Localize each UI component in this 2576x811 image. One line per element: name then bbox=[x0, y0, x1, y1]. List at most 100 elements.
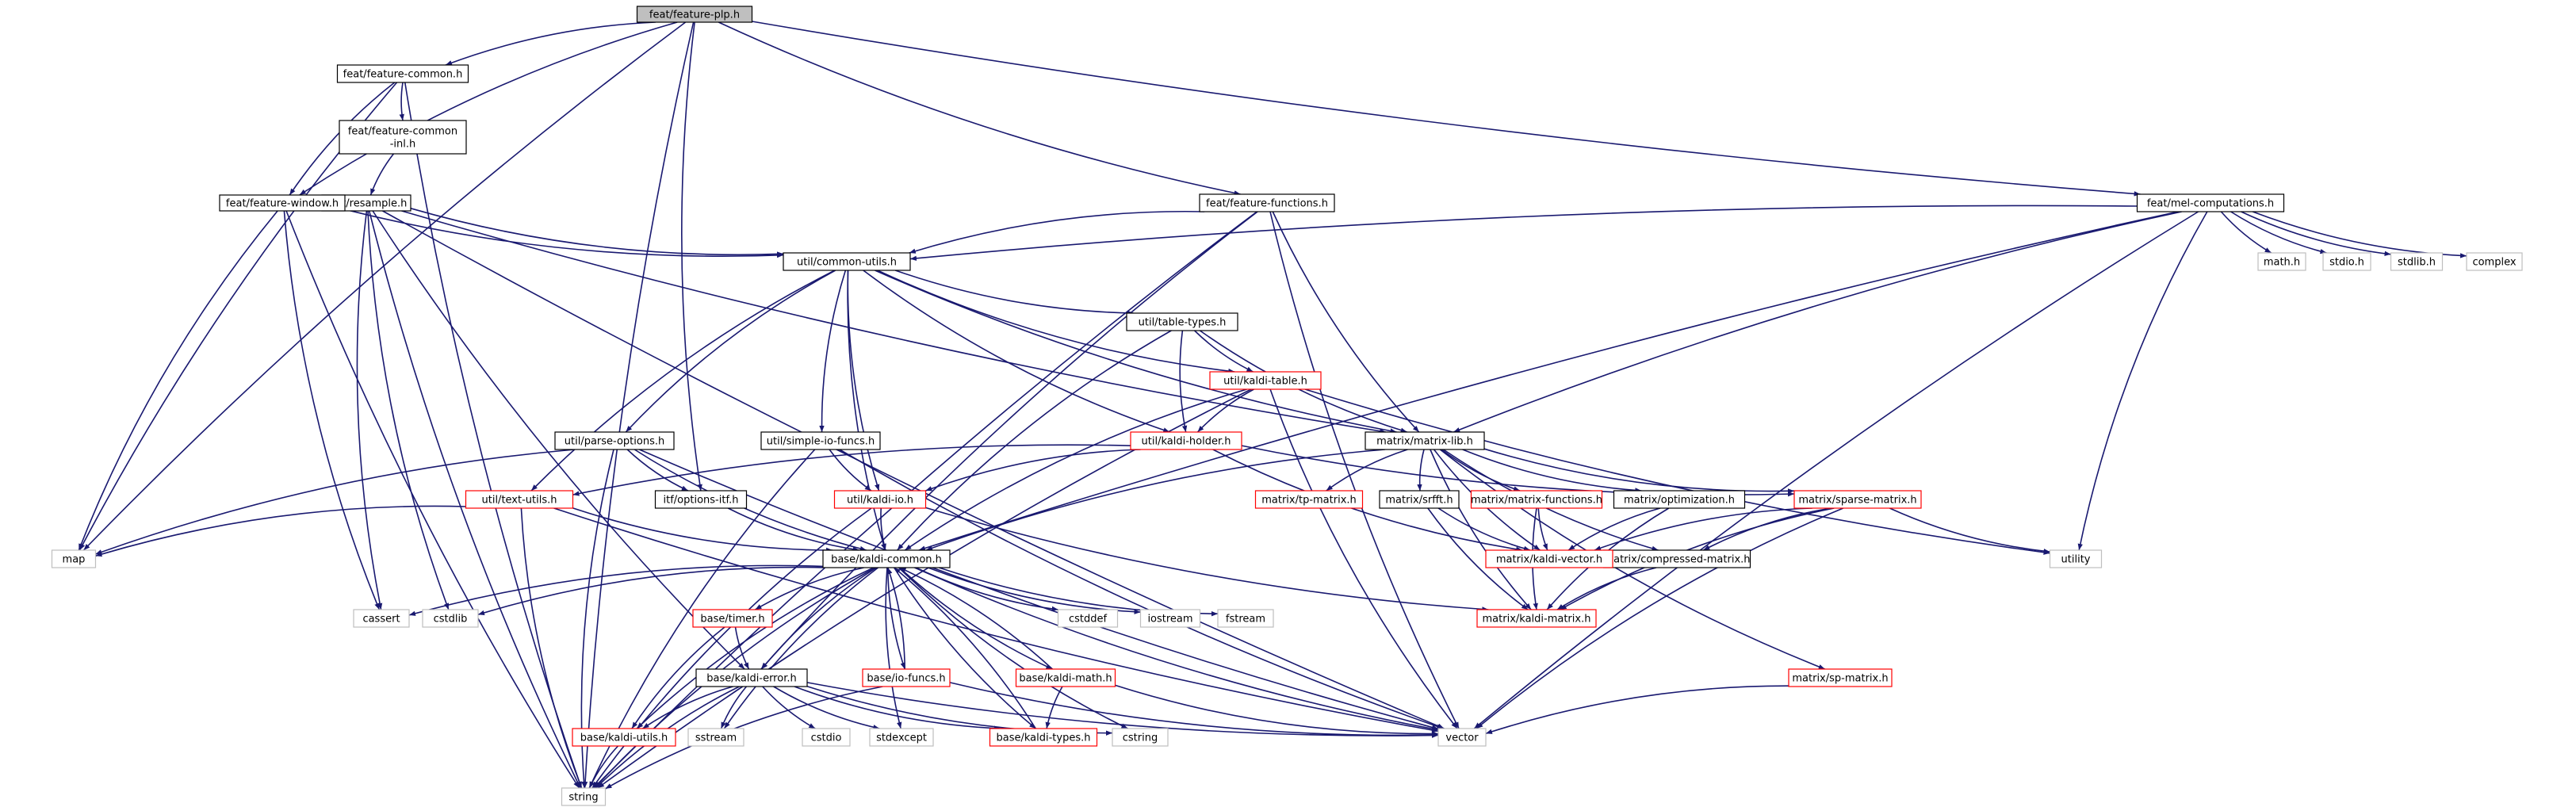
edge-kaldicommon-to-string bbox=[594, 567, 876, 789]
node-sparsematrix[interactable]: matrix/sparse-matrix.h bbox=[1793, 490, 1922, 509]
edge-matrixlib-to-matrixfunctions bbox=[1441, 449, 1521, 492]
node-kaldivector[interactable]: matrix/kaldi-vector.h bbox=[1485, 549, 1613, 568]
node-box-matrixlib[interactable] bbox=[1365, 431, 1485, 450]
node-kaldimatrix[interactable]: matrix/kaldi-matrix.h bbox=[1476, 609, 1597, 628]
node-melcomp[interactable]: feat/mel-computations.h bbox=[2136, 193, 2285, 212]
node-kalditable[interactable]: util/kaldi-table.h bbox=[1209, 371, 1322, 390]
node-label-kaldivector: matrix/kaldi-vector.h bbox=[1496, 554, 1602, 566]
node-optionsitf[interactable]: itf/options-itf.h bbox=[654, 490, 748, 509]
edge-kaldimath-to-kalditypes bbox=[1045, 686, 1063, 729]
node-tabletypes[interactable]: util/table-types.h bbox=[1126, 312, 1238, 331]
node-parseoptions[interactable]: util/parse-options.h bbox=[554, 431, 675, 450]
edge-kaldierror-to-sstream bbox=[720, 686, 748, 729]
node-box-commonutils[interactable] bbox=[783, 252, 911, 271]
node-matrixfunctions[interactable]: matrix/matrix-functions.h bbox=[1470, 490, 1603, 509]
node-label-resample: feat/resample.h bbox=[326, 198, 408, 210]
node-box-tpmatrix[interactable] bbox=[1254, 490, 1364, 509]
node-spmatrix[interactable]: matrix/sp-matrix.h bbox=[1788, 668, 1893, 687]
node-box-melcomp[interactable] bbox=[2136, 193, 2285, 212]
edge-kaldiio-to-kaldimatrix bbox=[925, 507, 1489, 612]
node-simpleio[interactable]: util/simple-io-funcs.h bbox=[760, 431, 881, 450]
node-box-kaldicommon[interactable] bbox=[822, 549, 951, 568]
node-box-iofuncs[interactable] bbox=[862, 668, 951, 687]
node-box-map bbox=[51, 549, 97, 568]
node-label-kaldiutils: base/kaldi-utils.h bbox=[580, 733, 668, 744]
edge-resample-to-commonutils bbox=[410, 208, 784, 257]
node-box-optimization[interactable] bbox=[1613, 490, 1746, 509]
edge-melcomp-to-kaldicommon bbox=[918, 211, 2179, 551]
node-box-stdexcept bbox=[869, 728, 934, 747]
node-compressedmatrix[interactable]: matrix/compressed-matrix.h bbox=[1602, 549, 1751, 568]
node-commonutils[interactable]: util/common-utils.h bbox=[783, 252, 911, 271]
edge-resample-to-cstdlib bbox=[367, 210, 450, 610]
node-label-simpleio: util/simple-io-funcs.h bbox=[767, 436, 875, 448]
node-tpmatrix[interactable]: matrix/tp-matrix.h bbox=[1254, 490, 1364, 509]
node-fcommoninl[interactable]: feat/feature-common-inl.h bbox=[339, 120, 467, 155]
node-kaldiholder[interactable]: util/kaldi-holder.h bbox=[1130, 431, 1242, 450]
node-srfft[interactable]: matrix/srfft.h bbox=[1379, 490, 1460, 509]
edge-iofuncs-to-vector bbox=[949, 682, 1439, 738]
node-fwindow[interactable]: feat/feature-window.h bbox=[219, 194, 346, 212]
edge-optionsitf-to-kaldicommon bbox=[727, 507, 859, 552]
node-kalditypes[interactable]: base/kaldi-types.h bbox=[989, 728, 1098, 747]
node-box-spmatrix[interactable] bbox=[1788, 668, 1893, 687]
edge-fcommon-to-fcommoninl bbox=[399, 82, 404, 121]
node-kaldimath[interactable]: base/kaldi-math.h bbox=[1015, 668, 1116, 687]
node-box-kaldiutils[interactable] bbox=[572, 728, 676, 747]
node-box-fwindow[interactable] bbox=[219, 194, 346, 212]
node-box-matrixfunctions[interactable] bbox=[1470, 490, 1603, 509]
node-box-kaldiholder[interactable] bbox=[1130, 431, 1242, 450]
edge-kalditable-to-kaldiholder bbox=[1196, 388, 1254, 433]
edge-root-to-string bbox=[582, 21, 695, 789]
node-optimization[interactable]: matrix/optimization.h bbox=[1613, 490, 1746, 509]
node-box-kaldiio[interactable] bbox=[833, 490, 927, 509]
edge-textutils-to-map bbox=[95, 505, 466, 557]
node-textutils[interactable]: util/text-utils.h bbox=[465, 490, 574, 509]
node-label-fcommoninl: -inl.h bbox=[390, 139, 416, 151]
node-matrixlib[interactable]: matrix/matrix-lib.h bbox=[1365, 431, 1485, 450]
node-box-optionsitf[interactable] bbox=[654, 490, 748, 509]
node-iofuncs[interactable]: base/io-funcs.h bbox=[862, 668, 951, 687]
node-label-timer: base/timer.h bbox=[700, 614, 764, 625]
node-box-fcommon[interactable] bbox=[336, 64, 469, 83]
node-box-sparsematrix[interactable] bbox=[1793, 490, 1922, 509]
node-kaldierror[interactable]: base/kaldi-error.h bbox=[695, 668, 808, 687]
node-kaldiutils[interactable]: base/kaldi-utils.h bbox=[572, 728, 676, 747]
node-cstddef: cstddef bbox=[1057, 609, 1119, 628]
edge-kaldicommon-to-sstream bbox=[723, 567, 878, 729]
edge-commonutils-to-textutils bbox=[530, 270, 836, 492]
edge-kaldicommon-to-vector bbox=[914, 567, 1439, 732]
node-box-srfft[interactable] bbox=[1379, 490, 1460, 509]
node-box-fcommoninl[interactable] bbox=[339, 120, 467, 155]
node-box-kalditypes[interactable] bbox=[989, 728, 1098, 747]
dependency-edges bbox=[78, 21, 2467, 790]
node-timer[interactable]: base/timer.h bbox=[692, 609, 773, 628]
node-box-tabletypes[interactable] bbox=[1126, 312, 1238, 331]
node-box-timer[interactable] bbox=[692, 609, 773, 628]
edge-kaldicommon-to-kalditypes bbox=[894, 567, 1036, 729]
edge-melcomp-to-vector bbox=[1473, 211, 2199, 729]
node-box-parseoptions[interactable] bbox=[554, 431, 675, 450]
node-box-kalditable[interactable] bbox=[1209, 371, 1322, 390]
node-box-ffunctions[interactable] bbox=[1199, 193, 1335, 212]
node-kaldiio[interactable]: util/kaldi-io.h bbox=[833, 490, 927, 509]
node-box-kaldimath[interactable] bbox=[1015, 668, 1116, 687]
node-kaldicommon[interactable]: base/kaldi-common.h bbox=[822, 549, 951, 568]
node-box-kaldivector[interactable] bbox=[1485, 549, 1613, 568]
edge-ffunctions-to-kaldierror bbox=[760, 211, 1258, 670]
node-box-kaldimatrix[interactable] bbox=[1476, 609, 1597, 628]
node-label-tabletypes: util/table-types.h bbox=[1139, 317, 1227, 329]
edge-kalditable-to-vector bbox=[1269, 388, 1458, 729]
node-fcommon[interactable]: feat/feature-common.h bbox=[336, 64, 469, 83]
node-label-cstddef: cstddef bbox=[1069, 614, 1108, 625]
node-cstdlib: cstdlib bbox=[422, 609, 479, 628]
node-box-textutils[interactable] bbox=[465, 490, 574, 509]
edge-kaldiholder-to-sparsematrix bbox=[1241, 445, 1795, 497]
node-box-simpleio[interactable] bbox=[760, 431, 881, 450]
node-box-kaldierror[interactable] bbox=[695, 668, 808, 687]
node-ffunctions[interactable]: feat/feature-functions.h bbox=[1199, 193, 1335, 212]
edge-kaldicommon-to-stdexcept bbox=[885, 567, 902, 729]
edge-kaldiholder-to-textutils bbox=[572, 444, 1131, 496]
edge-melcomp-to-mathh bbox=[2220, 211, 2272, 254]
edge-parseoptions-to-map bbox=[95, 449, 575, 555]
